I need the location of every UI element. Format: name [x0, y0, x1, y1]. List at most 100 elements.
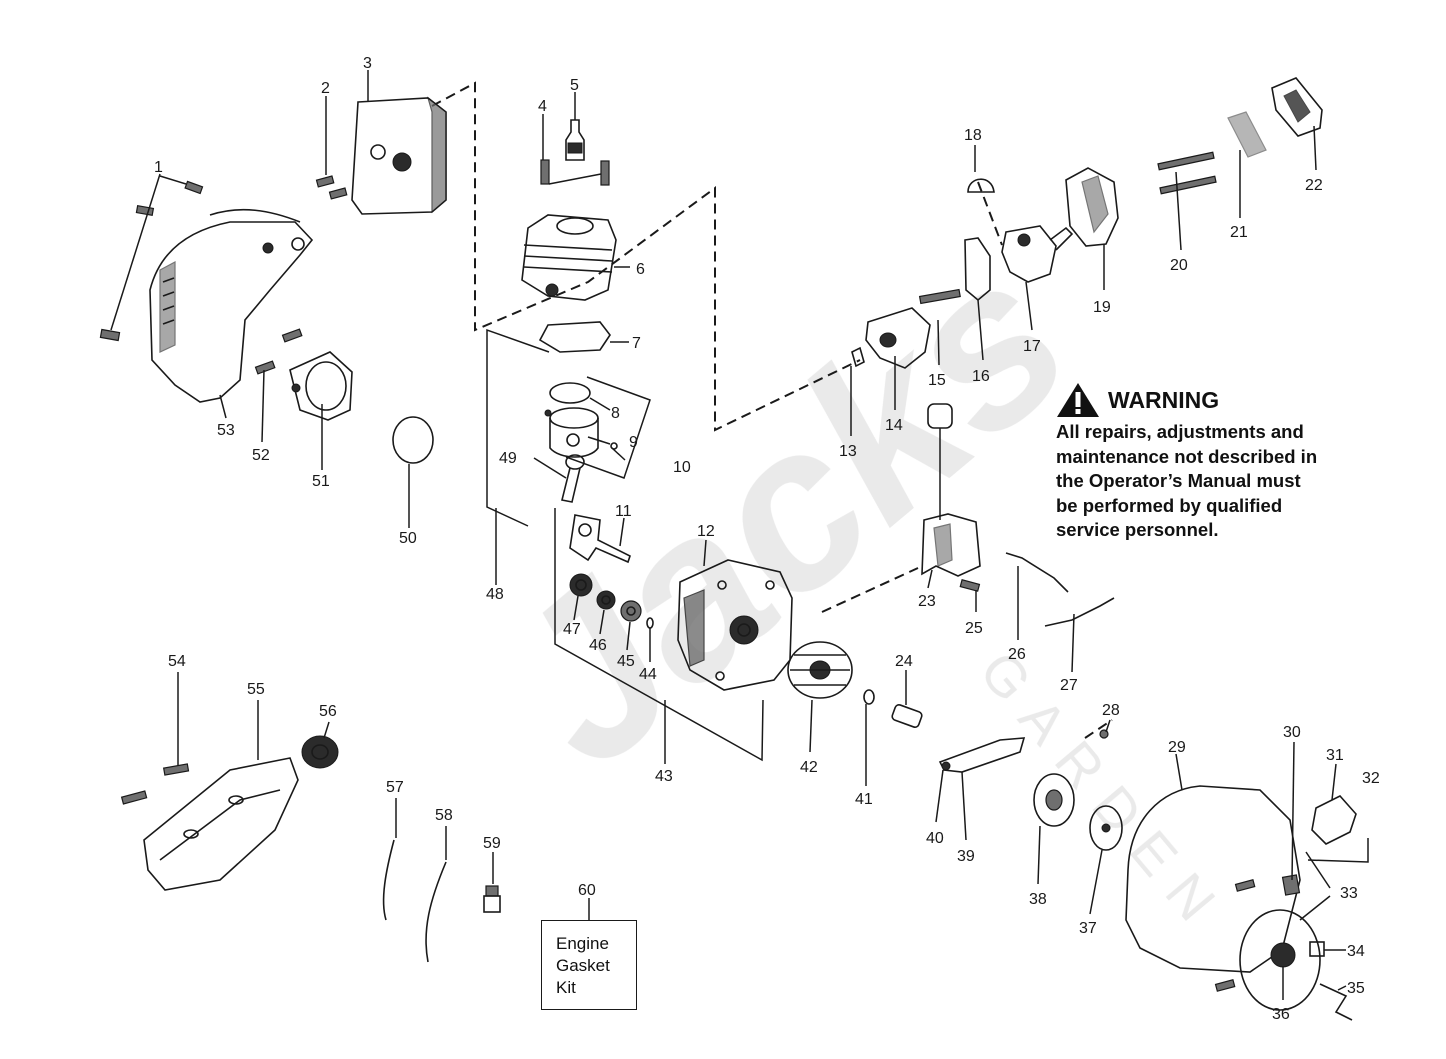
part-muffler-cap: [301, 735, 339, 769]
warning-title: WARNING: [1108, 386, 1220, 413]
callout-28: 28: [1102, 702, 1120, 719]
part-flywheel: [787, 641, 853, 699]
callout-9: 9: [629, 434, 638, 451]
part-wrist-pin: [587, 436, 618, 450]
warning-line: maintenance not described in: [1056, 445, 1318, 467]
part-primer-bulb: [967, 178, 995, 193]
part-o-ring: [392, 416, 434, 464]
leader-lines: [110, 70, 1347, 1000]
callout-42: 42: [800, 759, 818, 776]
callout-41: 41: [855, 791, 873, 808]
warning-notice: WARNING All repairs, adjustments and mai…: [1056, 382, 1362, 543]
part-washer: [863, 689, 875, 705]
callout-37: 37: [1079, 920, 1097, 937]
kit-line: Kit: [556, 978, 576, 997]
part-spark-plug: [565, 119, 585, 161]
callout-7: 7: [632, 335, 641, 352]
callout-27: 27: [1060, 677, 1078, 694]
callout-15: 15: [928, 372, 946, 389]
part-bracket: [938, 737, 1026, 773]
callout-60: 60: [578, 882, 596, 899]
part-housing-screws: [1214, 879, 1256, 992]
warning-line: service personnel.: [1056, 519, 1219, 540]
part-module-screw: [959, 579, 981, 592]
part-spring-clip: [1319, 983, 1353, 1021]
part-piston-ring: [549, 382, 591, 404]
part-sleeve: [891, 704, 923, 728]
part-filter-cover: [1271, 77, 1323, 137]
part-carburetor-screws: [918, 288, 961, 305]
callout-10: 10: [673, 459, 691, 476]
part-crankshaft: [569, 514, 631, 564]
callout-2: 2: [321, 80, 330, 97]
callout-11: 11: [615, 503, 632, 520]
callout-25: 25: [965, 620, 983, 637]
callout-43: 43: [655, 768, 673, 785]
callout-38: 38: [1029, 891, 1047, 908]
part-cylinder: [521, 214, 617, 301]
callout-34: 34: [1347, 943, 1365, 960]
part-engine-shroud: [149, 208, 314, 403]
part-starter-pulley: [1033, 773, 1075, 827]
kit-line: Engine: [556, 934, 609, 953]
callout-4: 4: [538, 98, 547, 115]
part-screw-2: [315, 175, 348, 200]
callout-3: 3: [363, 55, 372, 72]
callout-58: 58: [435, 807, 453, 824]
callout-26: 26: [1008, 646, 1026, 663]
warning-body: All repairs, adjustments and maintenance…: [1056, 420, 1362, 543]
callout-18: 18: [964, 127, 982, 144]
part-muffler-shield: [143, 757, 299, 891]
part-handle-clip: [1281, 874, 1301, 896]
part-long-screws: [1157, 151, 1217, 195]
part-muffler-screws: [254, 328, 303, 375]
callout-numbers: 1 2 3 4 5 6 7 8 9 10 11 12 13 14 15 16 1…: [154, 55, 1380, 1023]
callout-36: 36: [1272, 1006, 1290, 1023]
callout-56: 56: [319, 703, 337, 720]
part-fuel-filter: [483, 885, 501, 913]
callout-8: 8: [611, 405, 620, 422]
callout-31: 31: [1326, 747, 1344, 764]
part-gasket-clip: [851, 346, 865, 368]
part-starter-housing: [1125, 785, 1321, 1011]
callout-53: 53: [217, 422, 235, 439]
warning-line: be performed by qualified: [1056, 494, 1283, 516]
callout-6: 6: [636, 261, 645, 278]
part-crankcase: [677, 559, 793, 691]
callout-54: 54: [168, 653, 186, 670]
callout-21: 21: [1230, 224, 1248, 241]
part-base-gasket: [538, 321, 611, 353]
callout-22: 22: [1305, 177, 1323, 194]
callout-51: 51: [312, 473, 330, 490]
callout-16: 16: [972, 368, 990, 385]
callout-47: 47: [563, 621, 581, 638]
callout-13: 13: [839, 443, 857, 460]
callout-24: 24: [895, 653, 913, 670]
part-air-filter-cover: [351, 96, 447, 215]
part-spring-cover: [1089, 805, 1123, 851]
callout-50: 50: [399, 530, 417, 547]
part-muffler: [289, 351, 353, 421]
callout-55: 55: [247, 681, 265, 698]
callout-45: 45: [617, 653, 635, 670]
callout-17: 17: [1023, 338, 1041, 355]
callout-59: 59: [483, 835, 501, 852]
part-air-filter-base: [1065, 167, 1119, 247]
part-piston: [544, 407, 599, 458]
part-pawl: [1309, 941, 1325, 957]
warning-header: WARNING: [1056, 382, 1362, 418]
part-fuel-line-58: [425, 861, 447, 963]
group-brackets: [486, 328, 1369, 863]
part-fuel-line-57: [382, 839, 395, 921]
callout-29: 29: [1168, 739, 1186, 756]
callout-30: 30: [1283, 724, 1301, 741]
engine-gasket-kit-box: Engine Gasket Kit: [541, 920, 637, 1010]
part-bearings: [569, 573, 654, 629]
warning-triangle-icon: [1057, 383, 1099, 417]
part-wire-27: [1044, 597, 1115, 627]
callout-14: 14: [885, 417, 903, 434]
assembly-dashed-lines: [431, 81, 1113, 739]
part-air-filter: [1227, 111, 1267, 158]
part-intake-adapter: [865, 307, 931, 369]
